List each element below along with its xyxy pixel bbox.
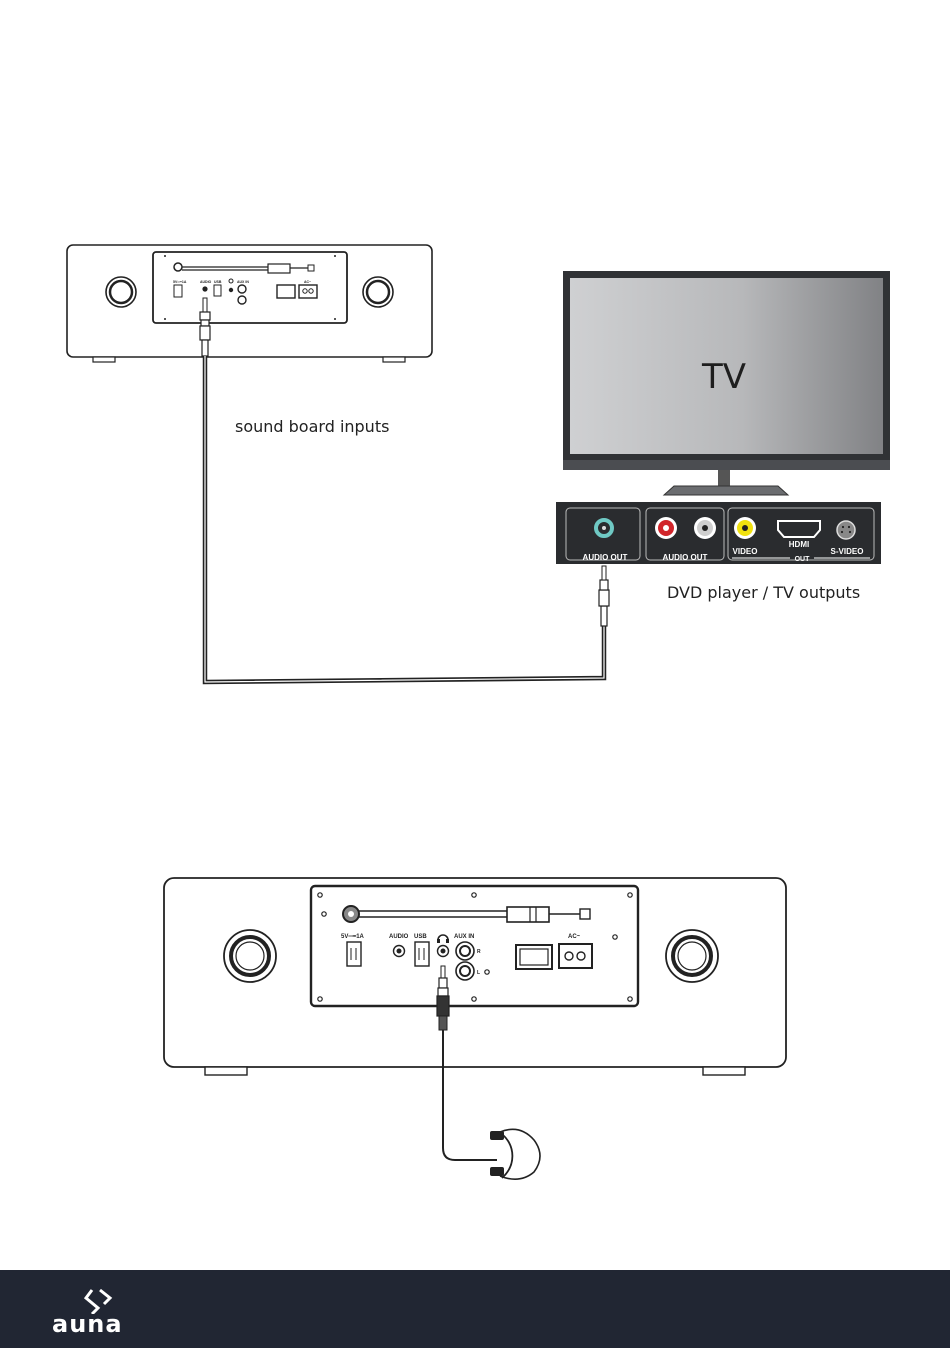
back-panel-small: 5V═┅1A AUDIO USB AUX IN AC~	[153, 252, 347, 323]
small-audio-label: AUDIO	[200, 280, 212, 284]
knob-left	[106, 277, 136, 307]
soundboard-small: 5V═┅1A AUDIO USB AUX IN AC~	[67, 245, 432, 362]
knob-right	[363, 277, 393, 307]
tv-illustration: TV	[563, 271, 890, 495]
knob-large-right	[666, 930, 718, 982]
small-usb-label: USB	[214, 280, 222, 284]
small-auxin-label: AUX IN	[237, 280, 249, 284]
small-ac-label: AC~	[304, 280, 311, 284]
dc-label: 5V═┅1A	[341, 934, 365, 940]
small-dc-label: 5V═┅1A	[173, 280, 187, 284]
sound-board-inputs-label: sound board inputs	[235, 417, 389, 436]
back-panel-large: 5V═┅1A AUDIO USB AUX IN R L	[311, 886, 638, 1006]
port-audio-out-1: AUDIO OUT	[583, 553, 628, 562]
headphones-icon	[490, 1129, 540, 1179]
port-svideo: S-VIDEO	[831, 547, 864, 556]
dvd-output-panel: AUDIO OUT AUDIO OUT VIDEO HDMI OUT S-VID…	[556, 502, 881, 564]
ac-label: AC~	[568, 934, 581, 940]
auxin-label: AUX IN	[454, 934, 474, 940]
tv-label: TV	[701, 357, 746, 397]
brand-name: auna	[52, 1310, 123, 1338]
port-video: VIDEO	[733, 547, 758, 556]
audio-label: AUDIO	[389, 934, 409, 940]
soundboard-large: 5V═┅1A AUDIO USB AUX IN R L	[164, 878, 786, 1075]
knob-large-left	[224, 930, 276, 982]
auna-logo: auna	[46, 1288, 146, 1340]
footer-bar: auna	[0, 1270, 950, 1348]
port-hdmi: HDMI	[789, 540, 809, 549]
aux-l-label: L	[477, 970, 480, 976]
port-audio-out-2: AUDIO OUT	[663, 553, 708, 562]
aux-r-label: R	[477, 949, 481, 955]
usb-label: USB	[414, 934, 427, 940]
dvd-tv-outputs-label: DVD player / TV outputs	[667, 583, 860, 602]
port-out: OUT	[795, 556, 811, 563]
